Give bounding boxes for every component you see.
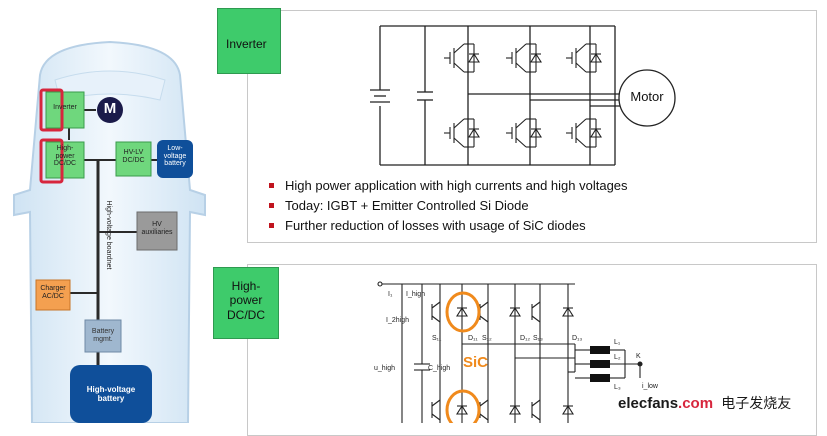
igbt-high-2: [506, 43, 542, 73]
inductor-l3: [590, 374, 610, 382]
label-l1: L₁: [614, 339, 621, 346]
inductor-l2: [590, 360, 610, 368]
dcdc-tag: High- power DC/DC: [213, 267, 279, 339]
motor-circle: [97, 97, 123, 123]
motor-symbol: [618, 69, 676, 127]
dcdc-switch-3-high: [531, 301, 574, 323]
label-chigh: C_high: [428, 365, 450, 372]
low-voltage-battery-label: Low- voltage battery: [163, 145, 187, 168]
inverter-block: [45, 91, 85, 129]
hv-lv-block: [115, 141, 152, 177]
label-s12: S₁₂: [482, 335, 492, 342]
dcdc-switch-2-high: [479, 301, 521, 323]
sic-highlight-top: [445, 291, 481, 333]
hv-lv-label: HV-LV DC/DC: [122, 149, 145, 164]
battery-mgmt-label: Battery mgmt.: [91, 328, 115, 343]
label-ihigh: I_high: [406, 291, 425, 298]
dcdc-highlight: [39, 138, 64, 184]
dcdc-schematic: I₁ I_high I_2high S₁₁ D₁₁ S₁₂ D₁₂ S₁₃ D₁…: [374, 281, 659, 423]
inverter-tag-label: Inverter: [226, 37, 267, 51]
battery-mgmt-block: [84, 319, 122, 353]
bullet-item: High power application with high current…: [267, 178, 787, 193]
label-k: K: [636, 353, 641, 360]
hv-auxiliaries-block: [136, 211, 178, 251]
inverter-schematic: [370, 25, 676, 166]
watermark-cn: 电子发烧友: [721, 395, 792, 411]
sic-highlight-bottom: [445, 389, 481, 423]
dcdc-switch-1-high: [431, 301, 468, 323]
charger-block: [35, 279, 71, 311]
label-l2: L₂: [614, 354, 621, 361]
watermark-domain: .com: [678, 395, 714, 412]
dcdc-switch-2-low: [479, 399, 521, 421]
label-s11: S₁₁: [432, 335, 442, 342]
inverter-panel: [247, 10, 817, 243]
hv-battery-block: [70, 365, 152, 423]
igbt-high-1: [444, 43, 480, 73]
label-i1: I₁: [388, 291, 393, 298]
label-d11: D₁₁: [468, 335, 478, 342]
igbt-high-3: [566, 43, 602, 73]
label-i2high: I_2high: [386, 317, 409, 324]
igbt-low-3: [566, 118, 602, 148]
dcdc-switch-1-low: [431, 399, 468, 421]
low-voltage-battery-block: [157, 140, 193, 178]
label-ilow: i_low: [642, 383, 659, 390]
inductor-l1: [590, 346, 610, 354]
charger-label: Charger AC/DC: [40, 285, 66, 300]
hv-auxiliaries-label: HV auxiliaries: [141, 221, 173, 236]
watermark-site: elecfans: [618, 395, 679, 412]
dcdc-switch-3-low: [531, 399, 574, 421]
label-uhigh: u_high: [374, 365, 395, 372]
igbt-low-1: [444, 118, 480, 148]
watermark: elecfans.com 电子发烧友: [618, 393, 791, 413]
motor-label: M: [103, 100, 117, 117]
inverter-tag: Inverter: [217, 8, 281, 74]
label-l3: L₃: [614, 384, 621, 391]
boardnet-label: High-voltage boardnet: [105, 200, 112, 270]
igbt-low-2: [506, 118, 542, 148]
car-diagram: [13, 40, 206, 423]
hv-battery-label: High-voltage battery: [86, 385, 136, 403]
label-d12: D₁₂: [520, 335, 530, 342]
bullet-item: Today: IGBT + Emitter Controlled Si Diod…: [267, 198, 787, 213]
dcdc-label: High- power DC/DC: [53, 145, 77, 168]
label-s13: S₁₃: [533, 335, 543, 342]
dcdc-tag-label: High- power DC/DC: [227, 279, 265, 322]
sic-label: SiC: [463, 354, 489, 371]
bullet-item: Further reduction of losses with usage o…: [267, 218, 787, 233]
motor-text: Motor: [630, 89, 664, 104]
label-d13: D₁₃: [572, 335, 582, 342]
inverter-highlight: [39, 88, 64, 132]
inverter-label: Inverter: [53, 104, 77, 111]
dcdc-block: [45, 141, 85, 179]
inverter-bullets: High power application with high current…: [267, 178, 787, 238]
